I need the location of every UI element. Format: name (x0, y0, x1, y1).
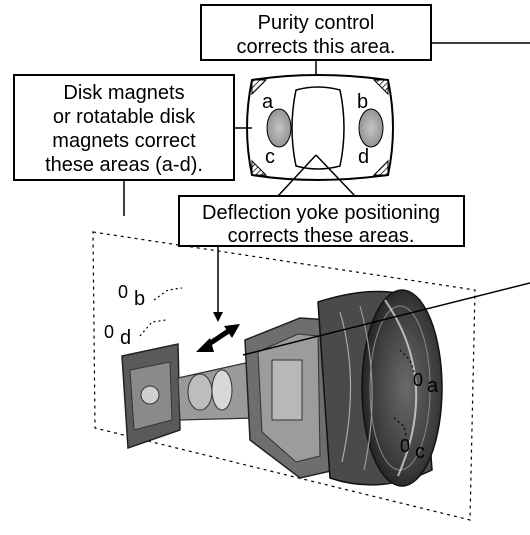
corner-hatch-bottom-right (372, 159, 389, 176)
purity-control-callout: Purity control corrects this area. (200, 4, 530, 91)
magnet-leader-b (153, 287, 183, 301)
yoke-clamp (271, 359, 303, 421)
tube-highlight (384, 299, 418, 477)
yoke-callout-line2: corrects these areas. (228, 225, 415, 247)
magnet-label-b-group: 0 b (118, 282, 183, 310)
yoke-callout-line1: Deflection yoke positioning (202, 202, 440, 224)
magnet-leader-d (139, 319, 167, 337)
corner-hatch-top-right (372, 79, 389, 96)
deflection-yoke-callout: Deflection yoke positioning corrects the… (178, 154, 465, 322)
magnet-label-d: d (120, 327, 131, 349)
disk-callout-line4: these areas (a-d). (45, 154, 203, 176)
screen-label-a: a (262, 91, 274, 113)
picture-tube-assembly (121, 289, 443, 487)
magnet-label-b: b (134, 288, 145, 310)
disk-callout-line1: Disk magnets (63, 82, 184, 104)
magnet-icon-c: 0 (400, 436, 410, 456)
magnet-label-a-group: 0 a (399, 349, 439, 397)
disk-magnets-callout: Disk magnets or rotatable disk magnets c… (13, 74, 252, 216)
disk-callout-line2: or rotatable disk (53, 106, 196, 128)
yoke-callout-box (178, 195, 465, 247)
yoke-pointer-left (277, 154, 317, 197)
purity-leader-to-tube (242, 282, 530, 356)
magnet-icon-d: 0 (104, 322, 114, 342)
tube-wire-1 (339, 311, 352, 463)
magnet-label-c-group: 0 c (393, 417, 425, 463)
purity-callout-line1: Purity control (258, 12, 375, 34)
yoke-adjust-double-arrow (196, 324, 240, 352)
magnet-icon-a: 0 (413, 370, 423, 390)
dashed-reference-plane (92, 231, 476, 521)
magnet-label-c: c (415, 441, 425, 463)
screen-label-d: d (358, 146, 369, 168)
purity-callout-line2: corrects this area. (237, 36, 396, 58)
screen-center-area (291, 86, 345, 170)
magnet-label-a: a (427, 375, 439, 397)
yoke-pointer-right (315, 154, 356, 197)
purity-callout-box (200, 4, 432, 61)
neck-magnet-ring-2 (211, 369, 233, 411)
magnet-label-d-group: 0 d (104, 319, 167, 349)
magnet-icon-b: 0 (118, 282, 128, 302)
left-color-patch (266, 108, 292, 148)
double-arrow-head-right (224, 324, 240, 338)
screen-diagram: a b c d (246, 74, 394, 181)
neck-socket (140, 385, 160, 405)
right-color-patch (358, 108, 384, 148)
corner-hatch-bottom-left (251, 159, 268, 176)
tube-face (361, 289, 443, 487)
corner-hatch-top-left (251, 79, 268, 96)
disk-callout-line3: magnets correct (52, 130, 196, 152)
double-arrow-head-left (196, 338, 214, 352)
neck-magnet-ring-1 (187, 373, 213, 411)
yoke-leader-arrowhead (213, 312, 223, 322)
screen-label-c: c (265, 146, 275, 168)
screen-label-b: b (357, 91, 368, 113)
